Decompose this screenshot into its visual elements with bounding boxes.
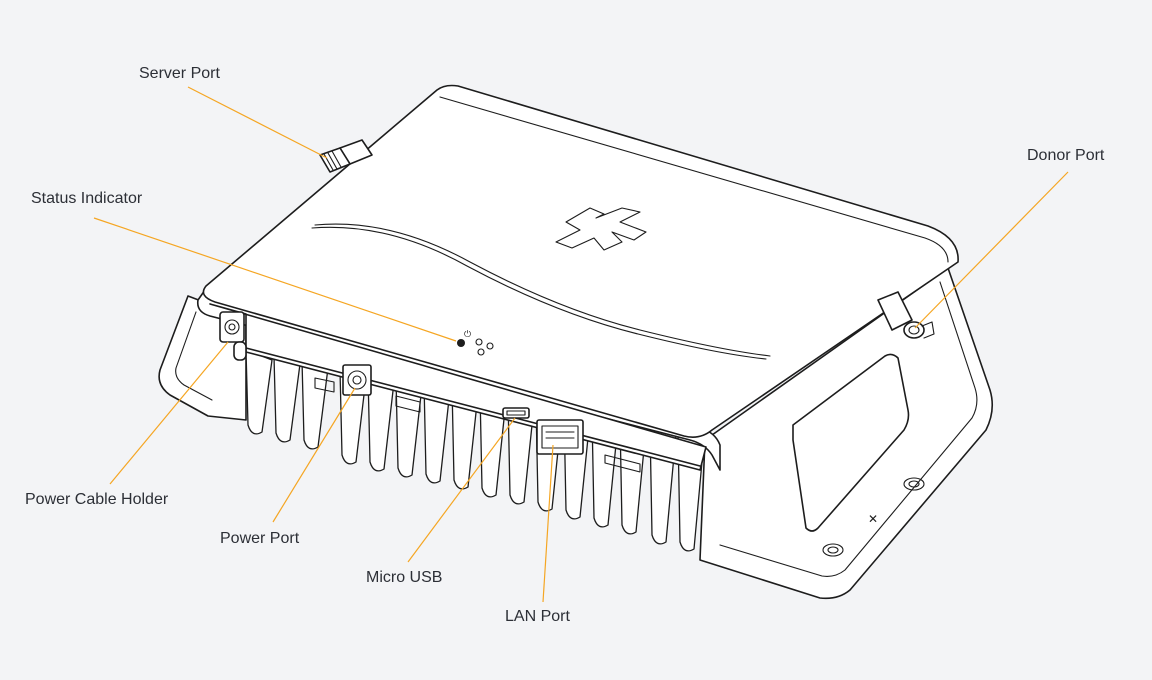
- power-cable-holder-part: [219, 311, 247, 361]
- right-mounting-bracket: ✕: [699, 267, 994, 600]
- brand-logo-icon: [555, 207, 647, 251]
- leader-power-port: [272, 387, 356, 523]
- power-port-part: [342, 364, 372, 396]
- bracket-logo-icon: ✕: [868, 512, 878, 526]
- label-power-cable-holder: Power Cable Holder: [25, 491, 169, 508]
- leader-server-port: [187, 86, 328, 159]
- label-micro-usb: Micro USB: [366, 569, 443, 586]
- device-top-lid: [202, 84, 959, 438]
- label-power-port: Power Port: [220, 530, 300, 547]
- micro-usb-part: [502, 407, 530, 419]
- label-lan-port: LAN Port: [505, 608, 570, 625]
- leader-lan-port: [542, 444, 554, 603]
- server-port-connector: [319, 139, 373, 173]
- leader-power-cable-holder: [109, 341, 229, 485]
- label-server-port: Server Port: [139, 65, 220, 82]
- leader-status-indicator: [93, 217, 457, 342]
- label-status-indicator: Status Indicator: [31, 190, 143, 207]
- status-indicator-leds: ⏻: [457, 329, 494, 356]
- lan-port-part: [536, 419, 584, 455]
- status-led: [457, 339, 465, 347]
- leader-lines: [93, 86, 1069, 603]
- leader-donor-port: [914, 171, 1069, 329]
- power-icon: ⏻: [464, 329, 471, 340]
- donor-port-connector: [877, 291, 935, 339]
- label-donor-port: Donor Port: [1027, 147, 1105, 164]
- leader-micro-usb: [407, 417, 516, 563]
